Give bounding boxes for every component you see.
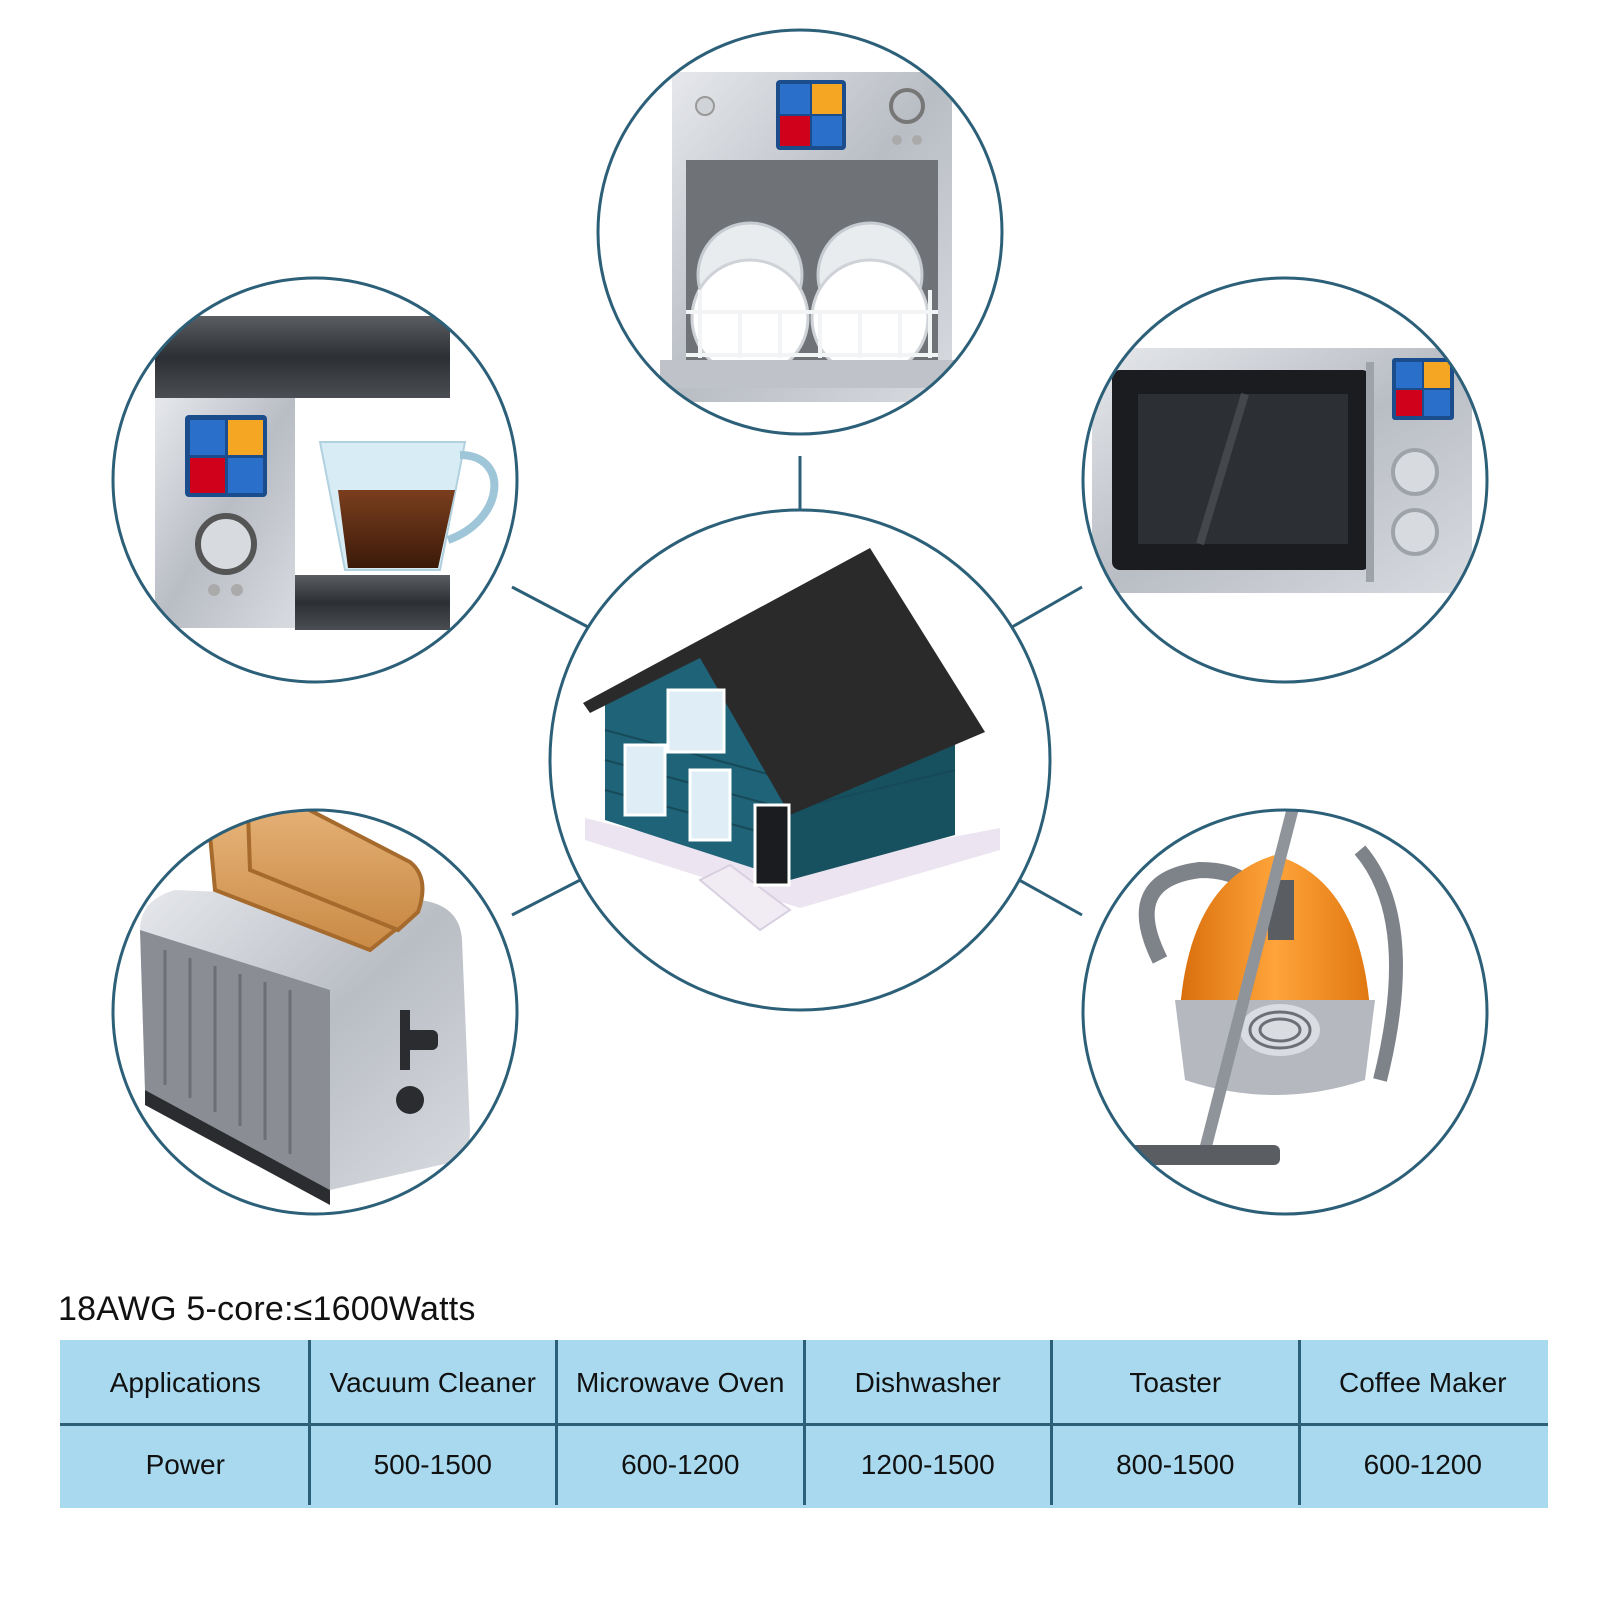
vacuum-cleaner-illustration — [1081, 808, 1489, 1216]
power-cell: 1200-1500 — [802, 1422, 1053, 1508]
power-cell: 600-1200 — [1297, 1422, 1548, 1508]
header-cell: Toaster — [1050, 1340, 1301, 1426]
house-illustration — [548, 508, 1052, 1012]
toaster-illustration — [111, 808, 519, 1216]
connector-lines — [511, 456, 1083, 917]
power-cell: 500-1500 — [307, 1422, 558, 1508]
power-cell: 800-1500 — [1050, 1422, 1301, 1508]
header-cell: Microwave Oven — [555, 1340, 806, 1426]
appliance-diagram — [111, 28, 1489, 1216]
table-header-row: Applications Vacuum Cleaner Microwave Ov… — [60, 1340, 1548, 1426]
applications-power-table: Applications Vacuum Cleaner Microwave Ov… — [60, 1340, 1548, 1508]
header-cell: Coffee Maker — [1297, 1340, 1548, 1426]
header-cell: Vacuum Cleaner — [307, 1340, 558, 1426]
power-label-cell: Power — [60, 1422, 311, 1508]
coffee-maker-illustration — [111, 276, 519, 684]
spec-heading: 18AWG 5-core:≤1600Watts — [58, 1290, 476, 1328]
header-cell: Dishwasher — [802, 1340, 1053, 1426]
microwave-illustration — [1081, 276, 1489, 684]
power-cell: 600-1200 — [555, 1422, 806, 1508]
dishwasher-illustration — [596, 28, 1004, 436]
table-row: Power 500-1500 600-1200 1200-1500 800-15… — [60, 1422, 1548, 1508]
header-cell: Applications — [60, 1340, 311, 1426]
